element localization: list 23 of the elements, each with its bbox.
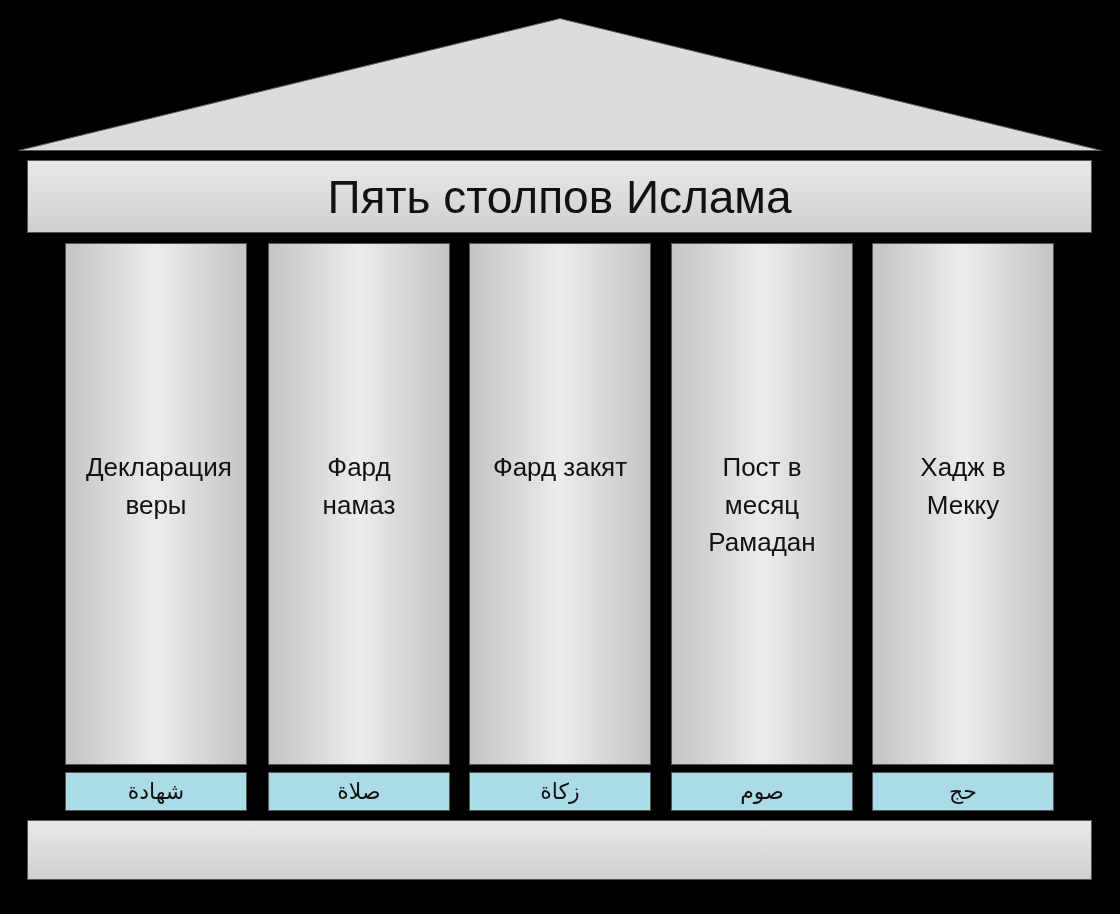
pillar-label: Хадж в Мекку xyxy=(919,451,1007,522)
pillar-label: Пост в месяц Рамадан xyxy=(707,451,817,560)
arabic-term: صوم xyxy=(740,779,784,804)
pillar xyxy=(872,243,1054,765)
pillar-label: Фард закят xyxy=(492,451,628,484)
pillar-label: Фард намаз xyxy=(321,451,397,522)
pillar-base-band xyxy=(65,772,247,811)
pillar-base-band xyxy=(671,772,853,811)
foundation-bar xyxy=(27,820,1092,880)
pillar-base-band xyxy=(469,772,651,811)
arabic-term: حج xyxy=(949,779,977,804)
roof-pediment xyxy=(18,18,1102,151)
arabic-term: شهادة xyxy=(127,779,185,804)
pillar-base-band xyxy=(872,772,1054,811)
arabic-term: صلاة xyxy=(337,779,381,804)
pillar xyxy=(268,243,450,765)
pillar xyxy=(671,243,853,765)
pillar-base-band xyxy=(268,772,450,811)
title: Пять столпов Ислама xyxy=(327,169,792,224)
pillar xyxy=(469,243,651,765)
arabic-term: زكاة xyxy=(540,779,580,804)
pillar xyxy=(65,243,247,765)
roof-beam xyxy=(27,160,1092,233)
